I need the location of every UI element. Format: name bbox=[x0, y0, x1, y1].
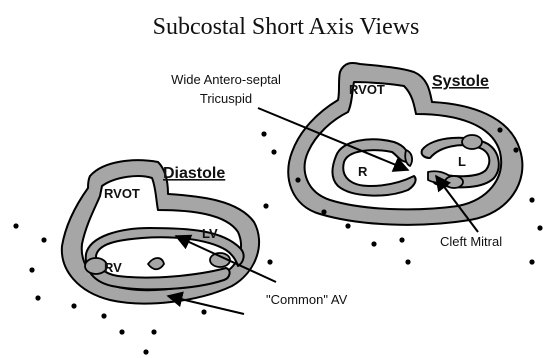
diastole-lv-label: LV bbox=[202, 226, 218, 241]
dot bbox=[71, 303, 76, 308]
systole-l-label: L bbox=[458, 154, 466, 169]
dot bbox=[13, 223, 18, 228]
diastole-rv-label: RV bbox=[104, 260, 122, 275]
wide-anteroseptal-label-line2: Tricuspid bbox=[200, 91, 252, 106]
dot bbox=[201, 309, 206, 314]
dot bbox=[267, 259, 272, 264]
cleft-mitral-label: Cleft Mitral bbox=[440, 234, 502, 249]
dot bbox=[29, 267, 34, 272]
dot bbox=[405, 259, 410, 264]
systole-papillary-upper bbox=[462, 135, 482, 149]
diastole-heading: Diastole bbox=[163, 165, 225, 182]
dot bbox=[321, 209, 326, 214]
dot bbox=[119, 329, 124, 334]
dot bbox=[295, 177, 300, 182]
dot bbox=[399, 237, 404, 242]
systole-papillary-lower bbox=[445, 176, 463, 188]
dot bbox=[35, 295, 40, 300]
systole-r-label: R bbox=[358, 164, 368, 179]
diastole-rvot-label: RVOT bbox=[104, 186, 140, 201]
figure-title: Subcostal Short Axis Views bbox=[153, 14, 420, 40]
dot bbox=[263, 203, 268, 208]
dot bbox=[41, 237, 46, 242]
dot bbox=[529, 259, 534, 264]
systole-rvot-label: RVOT bbox=[349, 82, 385, 97]
diastole-view: RVOT Diastole RV LV bbox=[62, 160, 259, 303]
dot bbox=[537, 225, 542, 230]
common-av-label: "Common" AV bbox=[266, 292, 348, 307]
dot bbox=[529, 197, 534, 202]
dot bbox=[151, 329, 156, 334]
dot bbox=[513, 147, 518, 152]
dot bbox=[497, 127, 502, 132]
dot bbox=[143, 349, 148, 354]
systole-view: RVOT Systole R L bbox=[288, 63, 522, 225]
systole-heading: Systole bbox=[432, 73, 489, 90]
wide-anteroseptal-label-line1: Wide Antero-septal bbox=[171, 72, 281, 87]
dot bbox=[101, 313, 106, 318]
dot bbox=[261, 131, 266, 136]
dot bbox=[371, 241, 376, 246]
dot bbox=[271, 149, 276, 154]
dot bbox=[345, 223, 350, 228]
